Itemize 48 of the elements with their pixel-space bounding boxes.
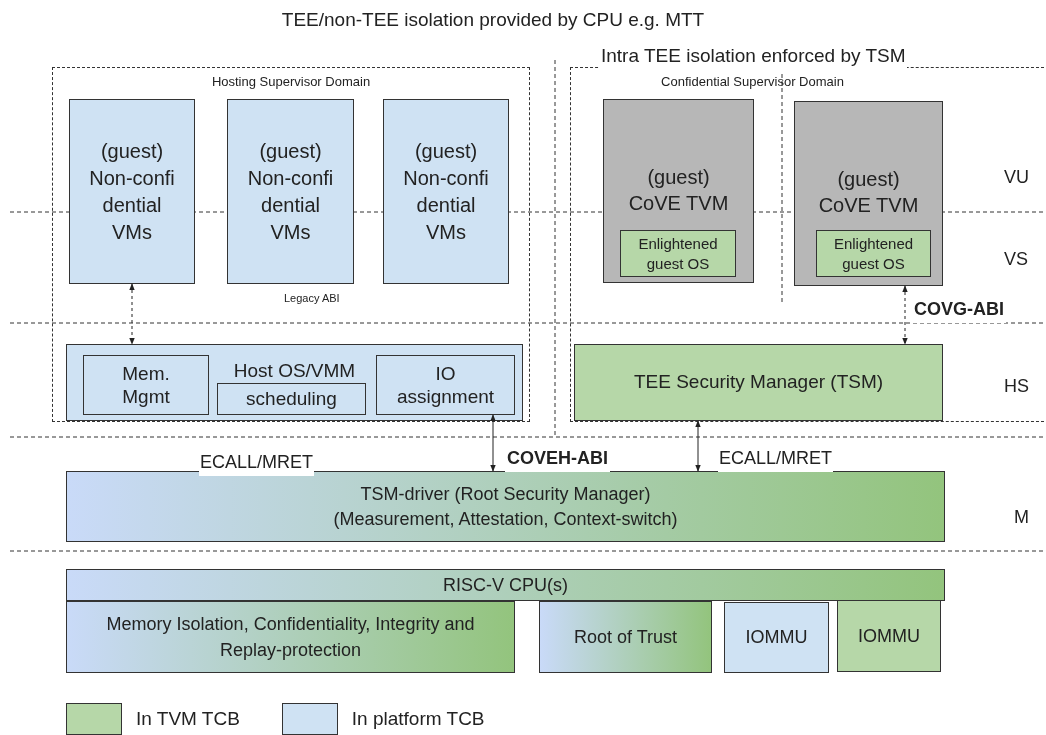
arrow (695, 420, 701, 472)
node-text: Mem. Mgmt (121, 362, 171, 408)
node-text: scheduling (246, 386, 337, 411)
node-text: Confidential Supervisor Domain (660, 73, 845, 91)
hardware-box (66, 601, 515, 673)
arrow (490, 414, 496, 472)
node-text: RISC-V CPU(s) (443, 573, 568, 597)
node-text: IOMMU (745, 626, 808, 649)
guest-os-box (816, 230, 931, 277)
node-text: TSM-driver (Root Security Manager) (360, 482, 651, 506)
node-text: Enlightened guest OS (832, 233, 915, 274)
node-text: Memory Isolation, Confidentiality, Integrity and Replay-protection (105, 613, 476, 662)
vm-box (69, 99, 195, 284)
node-text: (guest) Non-confi dential VMs (402, 138, 490, 245)
node-text: (guest) CoVE TVM (817, 167, 920, 218)
hardware-box (539, 601, 712, 673)
node-text: TEE Security Manager (TSM) (633, 370, 884, 395)
node-text: (guest) Non-confi dential VMs (246, 138, 335, 245)
node-text: IOMMU (858, 624, 920, 648)
diagram-title: TEE/non-TEE isolation provided by CPU e.g. MTT (280, 8, 706, 32)
vm-box (383, 99, 509, 284)
cpu-bar (66, 569, 945, 601)
node-text: Host OS/VMM (232, 359, 357, 383)
node-text: Enlightened guest OS (637, 233, 719, 274)
node-text: (guest) CoVE TVM (627, 165, 730, 216)
arrow (902, 285, 908, 345)
hardware-box (724, 602, 829, 673)
domain-frame (52, 67, 530, 422)
tsm-driver-box (66, 471, 945, 542)
domain-frame (570, 67, 1044, 422)
module-box (83, 355, 209, 415)
guest-os-box (620, 230, 736, 277)
hardware-box (837, 600, 941, 672)
node-text: Root of Trust (573, 625, 677, 649)
tsm-box (574, 344, 943, 421)
tvm-box (794, 101, 943, 286)
module-box (217, 383, 366, 415)
tvm-box (603, 99, 754, 283)
node-text: Hosting Supervisor Domain (210, 73, 372, 91)
node-text: IO assignment (395, 362, 496, 408)
vm-box (227, 99, 354, 284)
legend-text: In TVM TCB (136, 706, 240, 731)
arrow (129, 283, 135, 345)
host-os-box (66, 344, 523, 421)
legend-text: In platform TCB (351, 706, 485, 731)
module-box (376, 355, 515, 415)
node-text: (guest) Non-confi dential VMs (88, 138, 176, 245)
node-text: (Measurement, Attestation, Context-switch) (333, 507, 678, 531)
